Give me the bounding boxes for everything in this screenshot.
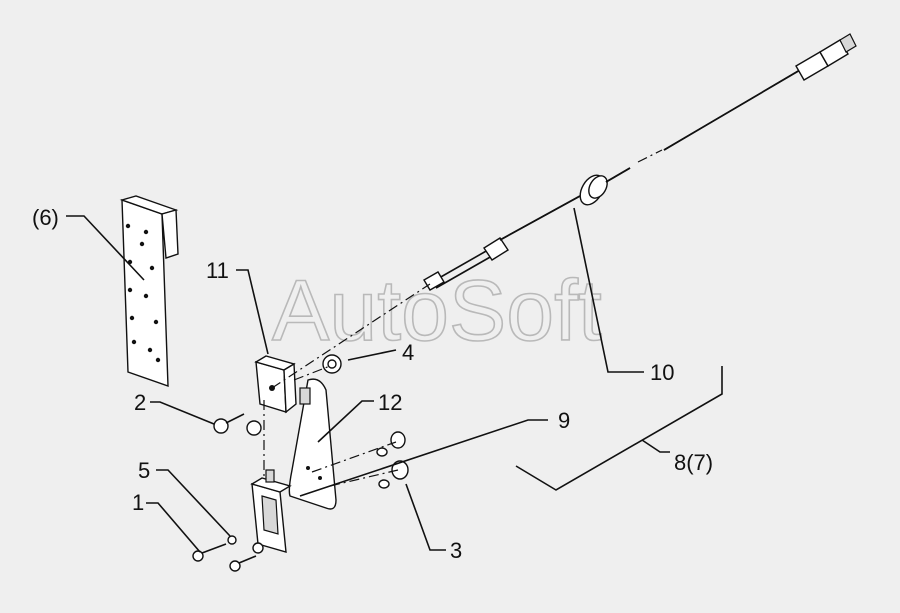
bracket-part — [254, 355, 297, 414]
callout-4: 4 — [402, 340, 414, 365]
callout-3: 3 — [450, 538, 462, 563]
callout-10: 10 — [650, 360, 674, 385]
assembly-axes — [263, 149, 663, 487]
mounting-plate-part — [119, 195, 179, 387]
sensor-block-part — [250, 469, 292, 553]
callout-11: 11 — [206, 258, 229, 283]
callout-6: (6) — [32, 205, 59, 230]
leader-lines — [66, 207, 723, 553]
callout-8-7: 8(7) — [674, 450, 713, 475]
callout-labels: (6) 11 4 2 12 9 5 1 3 10 8(7) — [32, 205, 713, 563]
callout-9: 9 — [558, 408, 570, 433]
callout-5: 5 — [138, 458, 150, 483]
callout-12: 12 — [378, 390, 402, 415]
callout-2: 2 — [134, 390, 146, 415]
cable-assembly-part — [423, 33, 857, 291]
lever-plate-part — [288, 378, 337, 510]
callout-1: 1 — [132, 490, 144, 515]
fasteners-part — [192, 354, 409, 572]
